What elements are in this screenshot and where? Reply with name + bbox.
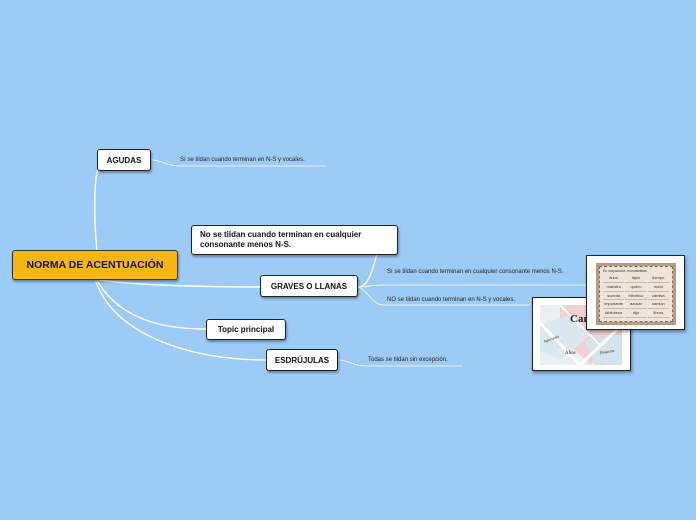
root-node[interactable]: NORMA DE ACENTUACIÓN — [12, 250, 178, 280]
image-b-word: lápiz — [625, 275, 646, 283]
node-graves-label: GRAVES O LLANAS — [271, 282, 347, 291]
image-b-word: camisa — [648, 293, 669, 301]
image-b-word: importante — [603, 301, 624, 309]
connector-graves — [100, 280, 260, 287]
image-b-word: tiempo — [648, 275, 669, 283]
image-b-header: En mayúscula: monosílabas — [603, 269, 647, 273]
note-agudas[interactable]: Sí se tildan cuando terminan en N-S y vo… — [180, 156, 330, 164]
image-b-word: árbol — [603, 275, 624, 283]
image-a-word-2: Años — [565, 351, 576, 356]
node-topic-principal-label: Topic principal — [218, 325, 274, 334]
node-esdrujulas[interactable]: ESDRÚJULAS — [266, 349, 338, 371]
root-node-label: NORMA DE ACENTUACIÓN — [27, 259, 164, 271]
image-b-word: móvil — [648, 284, 669, 292]
note-esdrujulas[interactable]: Todas se tildan sin excepción. — [368, 356, 468, 364]
image-b-word: biblioteca — [603, 310, 624, 318]
image-b-word: maestro — [603, 284, 624, 292]
connector-topic — [98, 282, 206, 329]
image-b-word-grid: árbol lápiz tiempo maestro quiero móvil … — [603, 275, 669, 318]
image-b-word: eléctrico — [625, 293, 646, 301]
image-b-picture: En mayúscula: monosílabas árbol lápiz ti… — [596, 263, 676, 325]
image-b-word: dijo — [625, 310, 646, 318]
node-graves[interactable]: GRAVES O LLANAS — [260, 275, 358, 297]
note-graves-si[interactable]: Sí se tildan cuando terminan en cualquie… — [387, 268, 579, 276]
image-b-word: camión — [648, 301, 669, 309]
connector-agudas — [95, 170, 98, 252]
node-agudas[interactable]: AGUDAS — [97, 149, 151, 171]
image-b-word: suceda — [603, 293, 624, 301]
node-no-se-tildan[interactable]: No se tildan cuando terminan en cualquie… — [191, 225, 398, 255]
image-b-word: libros — [648, 310, 669, 318]
image-b-word: azúcar — [625, 301, 646, 309]
node-no-se-tildan-label: No se tildan cuando terminan en cualquie… — [200, 230, 389, 250]
node-topic-principal[interactable]: Topic principal — [206, 319, 286, 340]
node-esdrujulas-label: ESDRÚJULAS — [275, 356, 329, 365]
note-graves-no[interactable]: NO se tildan cuando terminan en N-S y vo… — [387, 296, 537, 304]
image-b-word: quiero — [625, 284, 646, 292]
image-b-paper: En mayúscula: monosílabas árbol lápiz ti… — [599, 266, 673, 322]
image-card-b[interactable]: En mayúscula: monosílabas árbol lápiz ti… — [586, 255, 685, 330]
node-agudas-label: AGUDAS — [107, 156, 142, 165]
connector-note-graves-si — [358, 285, 600, 287]
